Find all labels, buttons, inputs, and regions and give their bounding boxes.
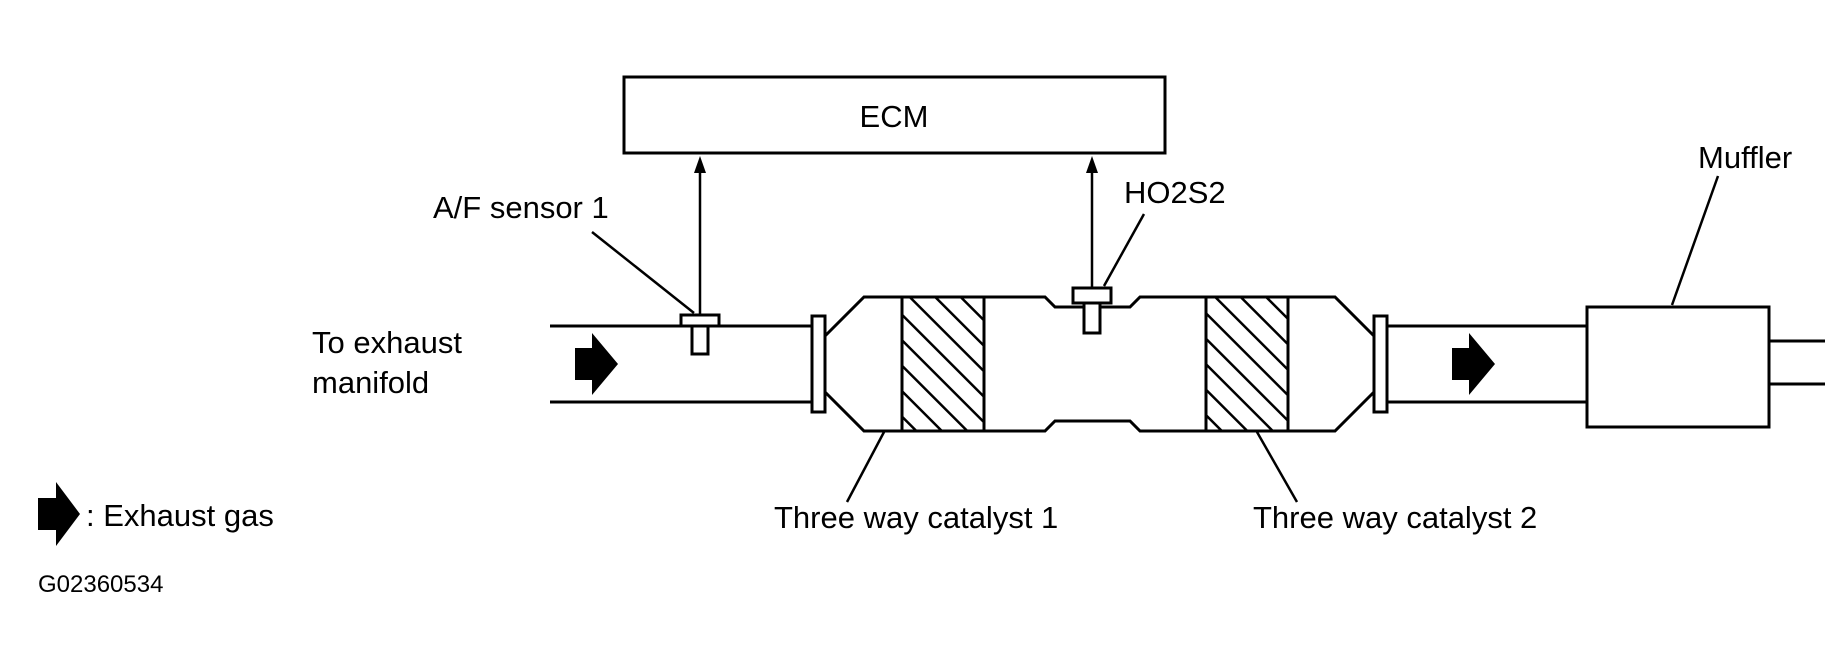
ecm-box: ECM	[622, 75, 1167, 155]
af-sensor-leader-line	[591, 231, 695, 314]
exhaust-manifold-label: To exhaust	[312, 325, 462, 360]
catalyst-1-label: Three way catalyst 1	[774, 500, 1058, 535]
catalyst-2-leader-line	[1255, 431, 1299, 503]
af-sensor-1	[679, 313, 721, 356]
exhaust-gas-legend-arrow-icon	[38, 482, 80, 546]
muffler-leader-line	[1670, 175, 1720, 306]
outlet-flange	[1372, 314, 1389, 414]
muffler	[1585, 305, 1771, 429]
legend: : Exhaust gas	[38, 482, 274, 546]
ho2s2-label: HO2S2	[1124, 175, 1226, 210]
ho2s2-sensor	[1071, 286, 1113, 335]
exhaust-manifold-label: manifold	[312, 365, 429, 400]
exhaust-flow-arrow-icon	[1452, 333, 1495, 395]
af-sensor-signal-arrow	[694, 156, 706, 315]
tail-pipe-section	[1387, 324, 1587, 404]
catalyst-1-leader-line	[845, 431, 886, 503]
catalyst-2-label: Three way catalyst 2	[1253, 500, 1537, 535]
ho2s2-signal-arrow	[1086, 156, 1098, 288]
three-way-catalyst-2	[1204, 295, 1290, 433]
af-sensor-label: A/F sensor 1	[433, 190, 609, 225]
legend-text: : Exhaust gas	[86, 498, 274, 533]
ho2s2-leader-line	[1102, 213, 1146, 287]
three-way-catalyst-1	[900, 295, 986, 433]
outlet-tail-pipe	[1769, 339, 1825, 386]
muffler-label: Muffler	[1698, 140, 1792, 175]
exhaust-flow-arrow-icon	[575, 333, 618, 395]
ecm-label: ECM	[860, 99, 929, 134]
figure-code: G02360534	[38, 571, 163, 598]
inlet-flange	[810, 314, 827, 414]
